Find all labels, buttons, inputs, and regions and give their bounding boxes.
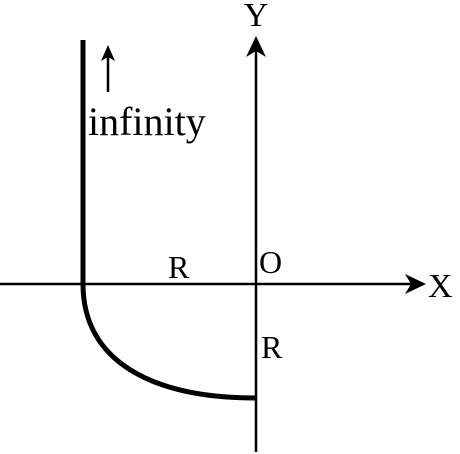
wire-path xyxy=(80,40,257,401)
radius-label-vertical: R xyxy=(261,329,283,365)
x-axis-label: X xyxy=(428,268,453,305)
radius-label-horizontal: R xyxy=(168,249,190,285)
y-axis-arrowhead xyxy=(246,36,266,57)
infinity-arrow-head xyxy=(101,45,115,61)
x-axis-arrowhead xyxy=(405,274,426,294)
y-axis-label: Y xyxy=(244,0,269,34)
origin-label: O xyxy=(259,244,282,280)
infinity-label: infinity xyxy=(88,99,206,144)
